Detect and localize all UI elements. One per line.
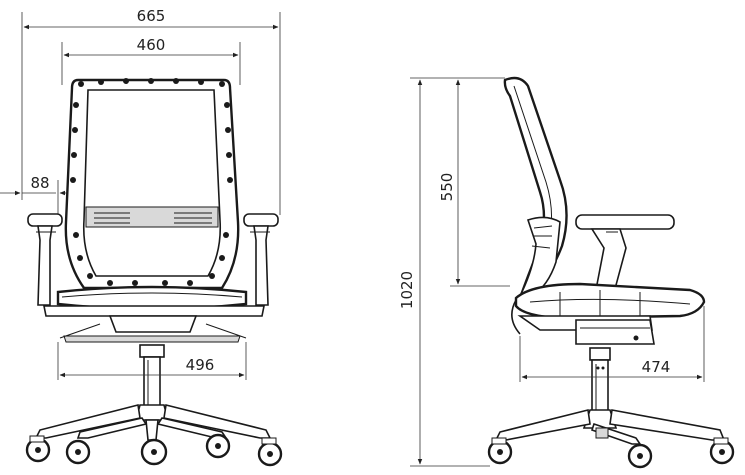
front-right-armrest (243, 213, 279, 306)
dimension-back-height: 550 (438, 79, 510, 287)
back-width-label: 460 (137, 36, 166, 54)
side-star-base (487, 409, 735, 469)
front-backrest (64, 78, 240, 290)
seat-depth-label: 474 (642, 358, 671, 376)
front-star-base (25, 404, 283, 467)
side-view: 1020 550 (398, 76, 735, 469)
side-backrest (503, 76, 568, 301)
front-seat (43, 285, 265, 408)
side-seat (511, 282, 706, 419)
dimension-overall-height: 1020 (398, 77, 505, 467)
dimension-overall-width: 665 (21, 7, 281, 215)
overall-height-label: 1020 (398, 271, 416, 309)
front-view: 665 460 88 (0, 7, 283, 467)
base-width-label: 496 (186, 356, 215, 374)
dimension-seat-depth: 474 (519, 306, 705, 382)
front-left-armrest (27, 213, 63, 306)
side-armrest (575, 214, 675, 301)
armrest-offset-label: 88 (30, 174, 49, 192)
overall-width-label: 665 (137, 7, 166, 25)
dimension-base-width: 496 (57, 342, 247, 380)
dimension-back-width: 460 (61, 36, 241, 85)
back-height-label: 550 (438, 173, 456, 202)
front-casters (25, 433, 283, 467)
side-casters (487, 437, 735, 469)
